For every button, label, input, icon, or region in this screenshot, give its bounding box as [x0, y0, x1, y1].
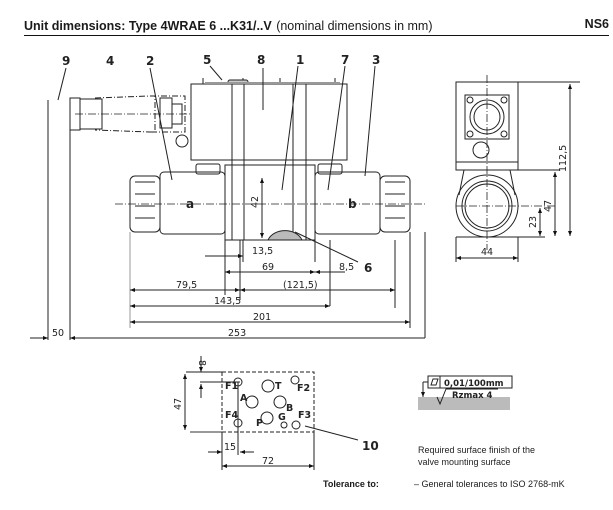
dim-143-5: 143,5	[214, 296, 241, 307]
tolerance-label: Tolerance to:	[323, 479, 379, 489]
porting-outline	[221, 371, 315, 433]
dim-253: 253	[228, 328, 246, 339]
callout-4: 4	[106, 54, 114, 68]
dim-47-porting: 47	[173, 398, 184, 410]
solenoid-label-b: b	[348, 197, 357, 211]
caption-line-1: Required surface finish of the	[418, 445, 536, 455]
tolerance-frame	[427, 375, 513, 389]
page-title: Unit dimensions: Type 4WRAE 6 ...K31/..V…	[24, 17, 433, 35]
dim-201: 201	[253, 312, 271, 323]
port-F1: F1	[225, 381, 238, 392]
port-F3: F3	[298, 410, 311, 421]
dim-8-5: 8,5	[339, 262, 354, 273]
dim-50: 50	[52, 328, 64, 339]
callout-7: 7	[341, 53, 349, 67]
caption-line-2: valve mounting surface	[418, 457, 511, 467]
roughness-value: Rzmax 4	[452, 391, 493, 401]
callout-10: 10	[362, 439, 379, 453]
callout-6: 6	[364, 261, 372, 275]
port-P: P	[256, 418, 263, 429]
port-F4: F4	[225, 410, 238, 421]
callout-5: 5	[203, 53, 211, 67]
page-header: Unit dimensions: Type 4WRAE 6 ...K31/..V…	[24, 15, 609, 36]
dim-112-5: 112,5	[558, 145, 569, 172]
callout-3: 3	[372, 53, 380, 67]
callout-9: 9	[62, 54, 70, 68]
callout-1: 1	[296, 53, 304, 67]
flatness-value: 0,01/100mm	[444, 379, 504, 389]
port-B: B	[286, 403, 293, 414]
surface-finish-caption: Required surface finish of the valve mou…	[418, 444, 535, 468]
dim-42: 42	[250, 196, 261, 208]
dim-79-5: 79,5	[176, 280, 197, 291]
port-F2: F2	[297, 383, 310, 394]
port-A: A	[240, 393, 248, 404]
port-T: T	[275, 381, 282, 392]
dim-23: 23	[528, 216, 539, 228]
solenoid-housing	[190, 83, 348, 161]
valve-body	[224, 164, 316, 241]
callout-2: 2	[146, 54, 154, 68]
dim-72: 72	[262, 456, 274, 467]
dim-69: 69	[262, 262, 274, 273]
port-G: G	[278, 412, 286, 423]
title-units: (nominal dimensions in mm)	[276, 19, 433, 33]
dim-8: 8	[196, 360, 207, 366]
tolerance-text: – General tolerances to ISO 2768-mK	[414, 479, 565, 489]
port-holes	[233, 375, 301, 430]
dim-121-5: (121,5)	[283, 280, 318, 291]
dim-15: 15	[224, 442, 236, 453]
dim-44: 44	[481, 247, 493, 258]
title-type: Unit dimensions: Type 4WRAE 6 ...K31/..V	[24, 19, 272, 33]
size-code: NS6	[584, 17, 609, 31]
solenoid-label-a: a	[186, 197, 194, 211]
dim-13-5: 13,5	[252, 246, 273, 257]
callout-8: 8	[257, 53, 265, 67]
dim-47-side: 47	[543, 200, 554, 212]
